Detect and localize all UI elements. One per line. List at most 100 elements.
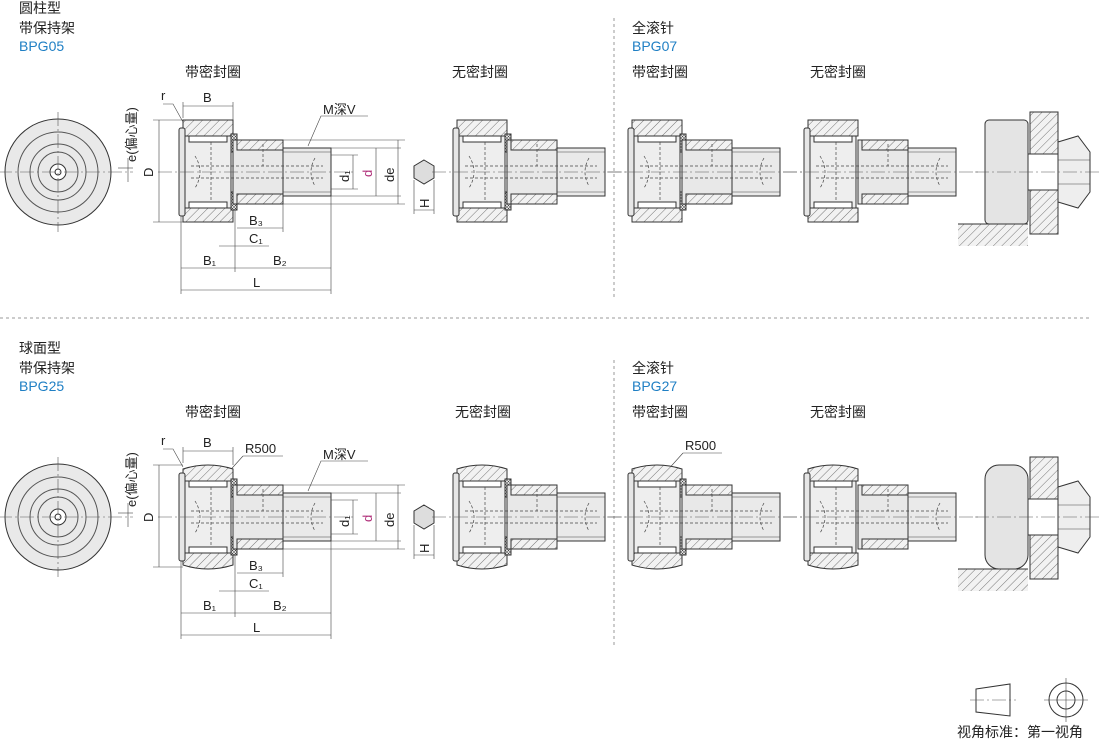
hidden-lines [816, 487, 948, 547]
roller-top [813, 135, 853, 143]
hidden-socket [819, 155, 941, 189]
dim-r-label: r [161, 88, 166, 103]
dim-M-label: M深V [323, 447, 356, 462]
dim-line [307, 115, 368, 147]
full-roller-label: 全滚针 [632, 20, 674, 37]
outer-ring-bottom [807, 207, 859, 223]
dim-B3-label: B₃ [249, 558, 263, 573]
roller-top [188, 480, 228, 488]
hex-icon [413, 504, 435, 530]
collar-hatch-bottom [510, 193, 558, 205]
collar-hatch-top [236, 484, 284, 496]
code-left: BPG05 [19, 38, 64, 54]
outer-ring-bottom [631, 552, 683, 570]
projection-symbol: 视角标准：第一视角 [957, 678, 1088, 741]
dim-B-label: B [203, 435, 212, 450]
dim-r-label: r [161, 433, 166, 448]
r500-label: R500 [685, 438, 716, 453]
hidden-socket [819, 500, 941, 534]
roller-top [462, 480, 502, 488]
roller-top [637, 135, 677, 143]
nut-lines [1058, 504, 1090, 530]
dim-B-label: B [203, 90, 212, 105]
dim-C1-label: C₁ [249, 231, 263, 246]
roller-bottom [188, 201, 228, 209]
dim-line [283, 139, 405, 205]
outer-ring-top [456, 464, 508, 482]
collar-hatch-bottom [236, 538, 284, 550]
bearing-sealed-cage [158, 119, 353, 223]
section-top-labels: 圆柱型 带保持架 BPG05 全滚针 BPG07 带密封圈 无密封圈 带密封圈 … [19, 1, 866, 81]
dim-line [182, 102, 234, 120]
bearing-sealed-full [607, 464, 802, 570]
dim-line [153, 119, 183, 223]
collar-hatch-top [685, 139, 733, 151]
outer-ring-bottom [807, 552, 859, 570]
roller-bottom [637, 546, 677, 554]
collar-hatch-top [236, 139, 284, 151]
collar-hatch-top [510, 484, 558, 496]
dim-B1-label: B₁ [203, 253, 217, 268]
outer-ring-bottom [456, 552, 508, 570]
roller-bottom [188, 546, 228, 554]
outer-ring-bottom [182, 207, 234, 223]
collar-hatch-bottom [510, 538, 558, 550]
dim-d-label: d [360, 515, 375, 522]
dim-e-label: e(偏心量) [124, 452, 139, 507]
dim-d1-label: d₁ [337, 170, 352, 182]
outer-ring-top [807, 119, 859, 137]
bearing-unsealed-full [783, 464, 978, 570]
outer-ring-bottom [182, 552, 234, 570]
collar-hatch-top [510, 139, 558, 151]
collar-hatch-bottom [685, 193, 733, 205]
roller-bottom [813, 201, 853, 209]
collar-hatch-top [861, 484, 909, 496]
r500-label: R500 [245, 441, 276, 456]
dim-B2-label: B₂ [273, 598, 287, 613]
bearing-unsealed-cage [432, 464, 627, 570]
projection-label: 视角标准：第一视角 [957, 724, 1083, 741]
roller-bottom [462, 546, 502, 554]
dim-B3-label: B₃ [249, 213, 263, 228]
nut-lines [1058, 159, 1090, 185]
bearing-sealed-cage [158, 464, 353, 570]
dim-line [413, 180, 435, 214]
hidden-lines [191, 487, 323, 547]
outer-ring-bottom [456, 207, 508, 223]
roller-top [813, 480, 853, 488]
roller-bottom [637, 201, 677, 209]
hidden-lines [640, 142, 772, 202]
dim-H-label: H [417, 544, 432, 553]
dim-e-label: e(偏心量) [124, 107, 139, 162]
dim-de-label: de [382, 513, 397, 527]
collar-hatch-bottom [236, 193, 284, 205]
code-right: BPG27 [632, 378, 677, 394]
dim-line [163, 448, 184, 468]
collar-hatch-top [685, 484, 733, 496]
dim-L-label: L [253, 620, 260, 635]
hidden-socket [194, 500, 316, 534]
view-label: 带密封圈 [185, 64, 241, 81]
roller-bottom [462, 201, 502, 209]
roller-top [637, 480, 677, 488]
dim-de-label: de [382, 168, 397, 182]
outer-ring-top [631, 464, 683, 482]
dim-line [180, 196, 332, 294]
bearing-sealed-full [607, 119, 802, 223]
section-bottom-labels: 球面型 带保持架 BPG25 全滚针 BPG27 带密封圈 无密封圈 带密封圈 … [19, 341, 866, 477]
dim-line [283, 484, 405, 550]
code-right: BPG07 [632, 38, 677, 54]
dim-L-label: L [253, 275, 260, 290]
full-roller-label: 全滚针 [632, 360, 674, 377]
installation-view [958, 111, 1100, 246]
hidden-lines [465, 142, 597, 202]
type-label: 圆柱型 [19, 1, 61, 17]
roller-bottom [813, 546, 853, 554]
view-label: 带密封圈 [632, 404, 688, 421]
hidden-socket [194, 155, 316, 189]
outer-ring-bottom [631, 207, 683, 223]
outer-ring-top [456, 119, 508, 137]
